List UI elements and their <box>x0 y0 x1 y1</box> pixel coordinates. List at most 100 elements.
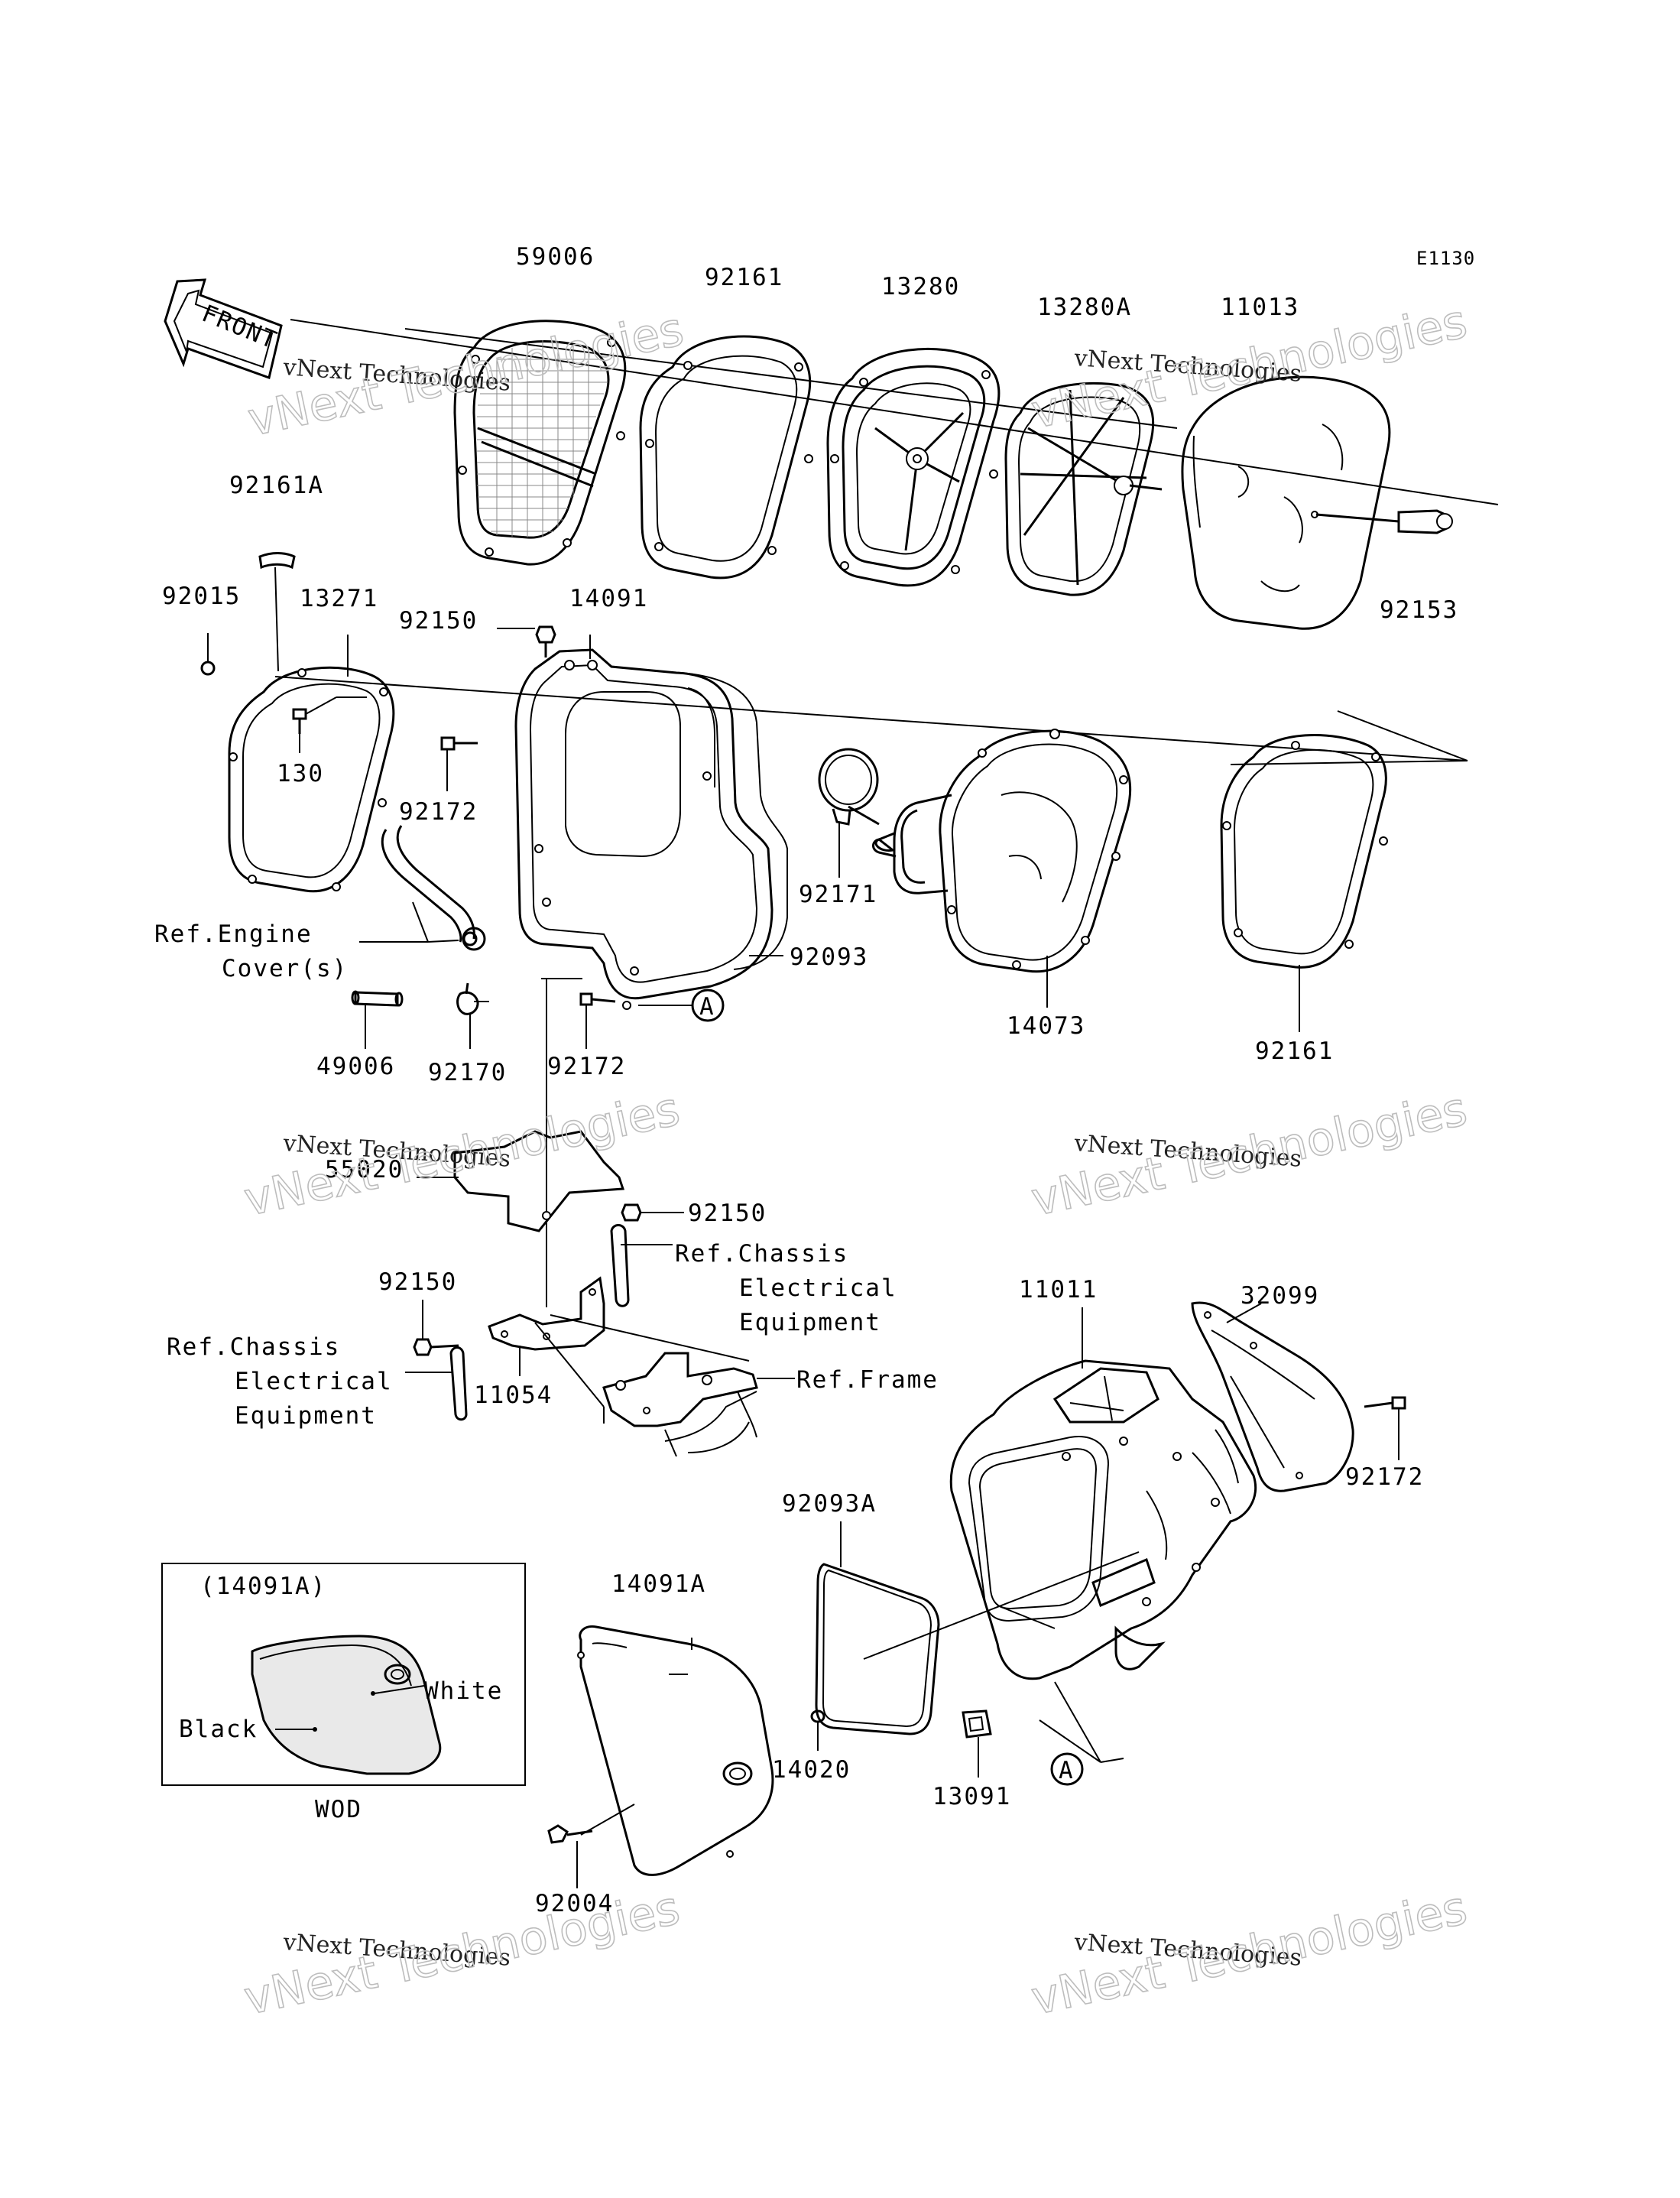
reference-labels: Ref.Engine Cover(s) Ref.Chassis Electric… <box>154 920 939 1430</box>
label-11054: 11054 <box>474 1381 553 1409</box>
label-92170: 92170 <box>428 1059 507 1086</box>
engine-cover-hose <box>359 825 486 951</box>
label-92172-lower: 92172 <box>547 1053 626 1080</box>
label-59006: 59006 <box>516 243 595 271</box>
front-arrow-label: FRONT <box>198 300 281 355</box>
label-92161-lower: 92161 <box>1255 1037 1334 1065</box>
ref-chassis1-line3: Equipment <box>739 1309 881 1336</box>
ref-engine-line1: Ref.Engine <box>154 920 313 948</box>
part-92172-bolt-lower <box>579 992 616 1049</box>
part-32099-guard <box>1191 1301 1354 1492</box>
part-49006-tube <box>351 990 404 1049</box>
part-13280A-frame <box>1004 381 1163 596</box>
watermark-3: vNext Technologies vNext Technologies <box>239 1082 685 1228</box>
label-49006: 49006 <box>316 1053 395 1080</box>
label-92161: 92161 <box>705 264 783 291</box>
label-13091: 13091 <box>932 1783 1011 1810</box>
inset-title: (14091A) <box>200 1573 326 1600</box>
inset-white-label: White <box>424 1677 503 1705</box>
part-13280-element-holder <box>826 347 1001 587</box>
ref-chassis1-line1: Ref.Chassis <box>675 1240 848 1268</box>
label-13271: 13271 <box>300 585 378 612</box>
part-14073-duct <box>872 729 1132 973</box>
label-92093: 92093 <box>790 943 868 971</box>
part-92161-gasket-lower <box>1220 733 1388 969</box>
label-55020: 55020 <box>325 1156 404 1183</box>
label-92150: 92150 <box>399 607 478 635</box>
part-55020-plate <box>453 1130 625 1232</box>
label-14091A: 14091A <box>611 1570 706 1598</box>
label-92171: 92171 <box>799 881 877 908</box>
part-92093A-seal <box>815 1563 940 1735</box>
front-arrow-icon: FRONT <box>164 278 283 379</box>
label-32099: 32099 <box>1241 1282 1319 1310</box>
ref-chassis2-line2: Electrical <box>235 1368 393 1395</box>
part-92015-nut <box>200 661 216 676</box>
part-14091-cover <box>514 648 774 1010</box>
chassis-strip-lower <box>449 1346 468 1421</box>
callout-a-label: A <box>699 993 715 1021</box>
leader-92161A <box>274 567 279 672</box>
part-130-bolt <box>292 696 367 753</box>
part-92150-bolt-left <box>413 1300 459 1356</box>
part-92171-clamp <box>818 748 880 878</box>
leader-callout-a-bottom-3 <box>1039 1719 1101 1763</box>
part-11013-filter-element <box>1181 375 1453 630</box>
chassis-strip-upper <box>610 1224 673 1307</box>
part-92004-screw <box>547 1804 635 1888</box>
watermark-6: vNext Technologies vNext Technologies <box>1026 1881 1472 2027</box>
inset-box <box>161 1563 526 1786</box>
leader-airbox-13091 <box>997 1605 1056 1629</box>
part-92161-gasket <box>639 335 813 580</box>
callout-a-bottom-circle <box>1050 1752 1084 1786</box>
part-59006-screen <box>453 320 627 566</box>
label-92161A: 92161A <box>229 472 324 499</box>
watermark-5: vNext Technologies vNext Technologies <box>239 1881 685 2027</box>
label-11011: 11011 <box>1019 1276 1098 1304</box>
part-13091-clip <box>962 1709 992 1778</box>
label-14091: 14091 <box>569 585 648 612</box>
leader-callout-a-bottom-1 <box>1054 1681 1101 1763</box>
label-130: 130 <box>277 760 324 787</box>
part-92093A-seal-inner <box>822 1569 932 1728</box>
label-92150-left: 92150 <box>378 1268 457 1296</box>
leader-airbox-14020 <box>863 1551 1140 1660</box>
label-92172-right: 92172 <box>1345 1463 1424 1491</box>
label-14020: 14020 <box>772 1756 851 1784</box>
label-92004: 92004 <box>535 1890 614 1917</box>
ref-chassis1-line2: Electrical <box>739 1274 897 1302</box>
diagram-code: E1130 <box>1416 248 1475 269</box>
label-92150-mid: 92150 <box>688 1200 767 1227</box>
part-92150-bolt <box>497 625 556 657</box>
part-92093-seal <box>679 672 788 970</box>
frame-section <box>534 1314 795 1457</box>
label-13280A: 13280A <box>1037 294 1132 321</box>
callout-a-circle <box>691 989 725 1022</box>
leader-32099 <box>1226 1303 1262 1323</box>
part-labels: 59006 92161 13280 13280A 11013 92153 921… <box>162 243 1458 1917</box>
label-92015: 92015 <box>162 583 241 610</box>
label-14073: 14073 <box>1007 1012 1085 1040</box>
ref-chassis2-line3: Equipment <box>235 1402 377 1430</box>
part-92150-bolt-mid <box>621 1203 684 1222</box>
ref-frame: Ref.Frame <box>796 1366 939 1394</box>
label-13280: 13280 <box>881 273 960 300</box>
part-13271-gasket <box>228 666 395 893</box>
label-92172: 92172 <box>399 798 478 826</box>
ref-chassis2-line1: Ref.Chassis <box>167 1333 340 1361</box>
label-92153: 92153 <box>1380 596 1458 624</box>
watermark-4: vNext Technologies vNext Technologies <box>1026 1082 1472 1228</box>
part-92172-bolt <box>440 736 478 791</box>
label-11013: 11013 <box>1221 294 1299 321</box>
part-92161A-strip <box>258 552 296 570</box>
part-11054-bracket <box>488 1276 605 1376</box>
part-92172-bolt-right <box>1364 1396 1406 1460</box>
leader-callout-a-bottom-2 <box>1100 1758 1124 1763</box>
ref-engine-line2: Cover(s) <box>222 955 348 982</box>
part-14091A-side-cover <box>577 1625 774 1876</box>
inset-black-label: Black <box>179 1716 258 1743</box>
watermark-1: vNext Technologies vNext Technologies <box>243 302 689 448</box>
assembly-lines <box>274 319 1499 765</box>
part-11011-air-box <box>949 1359 1257 1680</box>
